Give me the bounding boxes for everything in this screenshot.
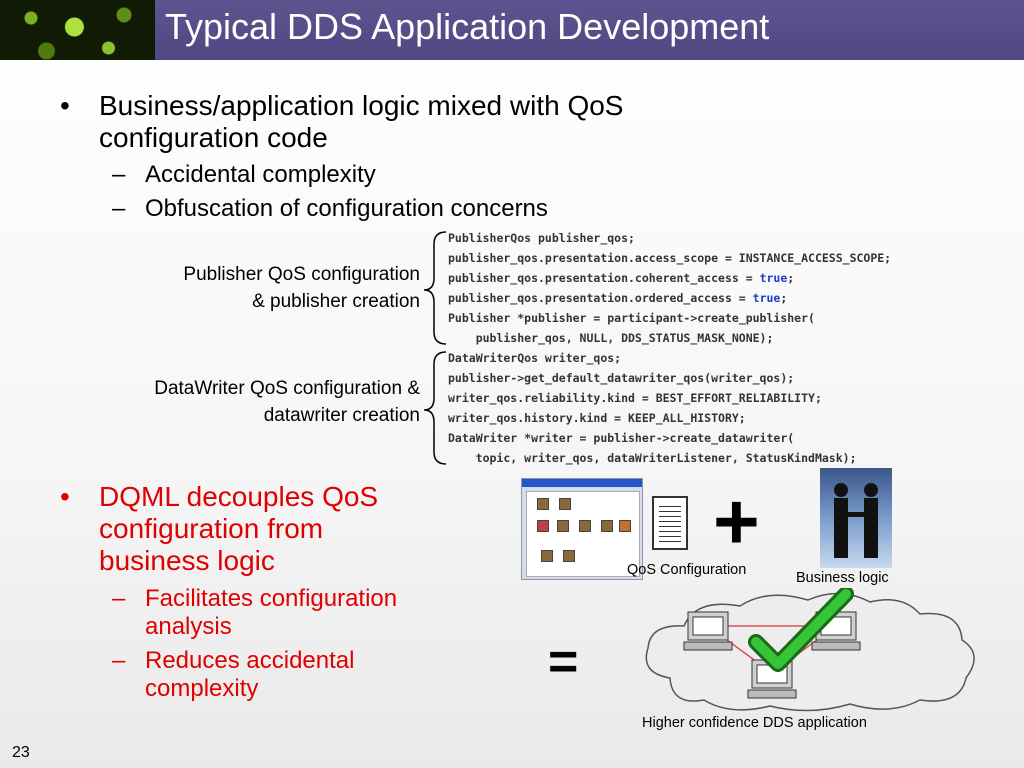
logo-image — [0, 0, 155, 60]
code-line: topic, writer_qos, dataWriterListener, S… — [448, 451, 857, 465]
sub-bullet-text: analysis — [145, 613, 232, 640]
plus-sign: + — [713, 477, 760, 566]
computer-icon — [683, 611, 733, 651]
code-line: PublisherQos publisher_qos; — [448, 231, 635, 245]
modeling-tool-screenshot — [521, 478, 643, 580]
code-label: Publisher QoS configuration — [183, 264, 420, 285]
code-line: publisher_qos.presentation.ordered_acces… — [448, 291, 788, 305]
sub-bullet-text: Obfuscation of configuration concerns — [145, 195, 548, 222]
dash-marker: – — [112, 161, 126, 188]
code-line: DataWriter *writer = publisher->create_d… — [448, 431, 795, 445]
code-line: publisher_qos.presentation.access_scope … — [448, 251, 892, 265]
bullet-text: configuration from — [99, 513, 324, 544]
qos-caption: QoS Configuration — [627, 562, 747, 578]
code-line: DataWriterQos writer_qos; — [448, 351, 622, 365]
bullet-text: Business/application logic mixed with Qo… — [99, 90, 624, 121]
sub-bullet-text: Facilitates configuration — [145, 585, 398, 612]
sub-bullet-text: Accidental complexity — [145, 161, 376, 188]
code-label: & publisher creation — [252, 291, 420, 312]
code-block: PublisherQos publisher_qos; publisher_qos… — [448, 228, 891, 468]
code-label: datawriter creation — [263, 405, 420, 426]
slide-title: Typical DDS Application Development — [165, 6, 770, 47]
bullet-text: configuration code — [99, 122, 328, 153]
slide-number: 23 — [12, 744, 30, 761]
sub-bullet-text: complexity — [145, 675, 259, 702]
title-bar — [0, 0, 1024, 60]
sub-bullet-text: Reduces accidental — [145, 647, 355, 674]
code-label: DataWriter QoS configuration & — [154, 378, 420, 399]
business-handshake-image — [820, 468, 892, 568]
dash-marker: – — [112, 647, 126, 674]
business-caption: Business logic — [796, 570, 889, 586]
bullet-marker: • — [60, 481, 70, 512]
code-line: publisher_qos, NULL, DDS_STATUS_MASK_NON… — [448, 331, 774, 345]
code-line: publisher_qos.presentation.coherent_acce… — [448, 271, 795, 285]
bullet-text: business logic — [99, 545, 275, 576]
bullet-text: DQML decouples QoS — [99, 481, 379, 512]
bullet-marker: • — [60, 90, 70, 121]
dash-marker: – — [112, 585, 126, 612]
network-cloud-graphic — [645, 588, 975, 712]
code-line: Publisher *publisher = participant->crea… — [448, 311, 815, 325]
dash-marker: – — [112, 195, 126, 222]
code-line: writer_qos.reliability.kind = BEST_EFFOR… — [448, 391, 822, 405]
code-line: writer_qos.history.kind = KEEP_ALL_HISTO… — [448, 411, 746, 425]
document-icon — [652, 496, 688, 550]
brace-graphic — [423, 231, 447, 465]
equals-sign: = — [548, 633, 579, 691]
code-line: publisher->get_default_datawriter_qos(wr… — [448, 371, 795, 385]
result-caption: Higher confidence DDS application — [642, 715, 867, 731]
